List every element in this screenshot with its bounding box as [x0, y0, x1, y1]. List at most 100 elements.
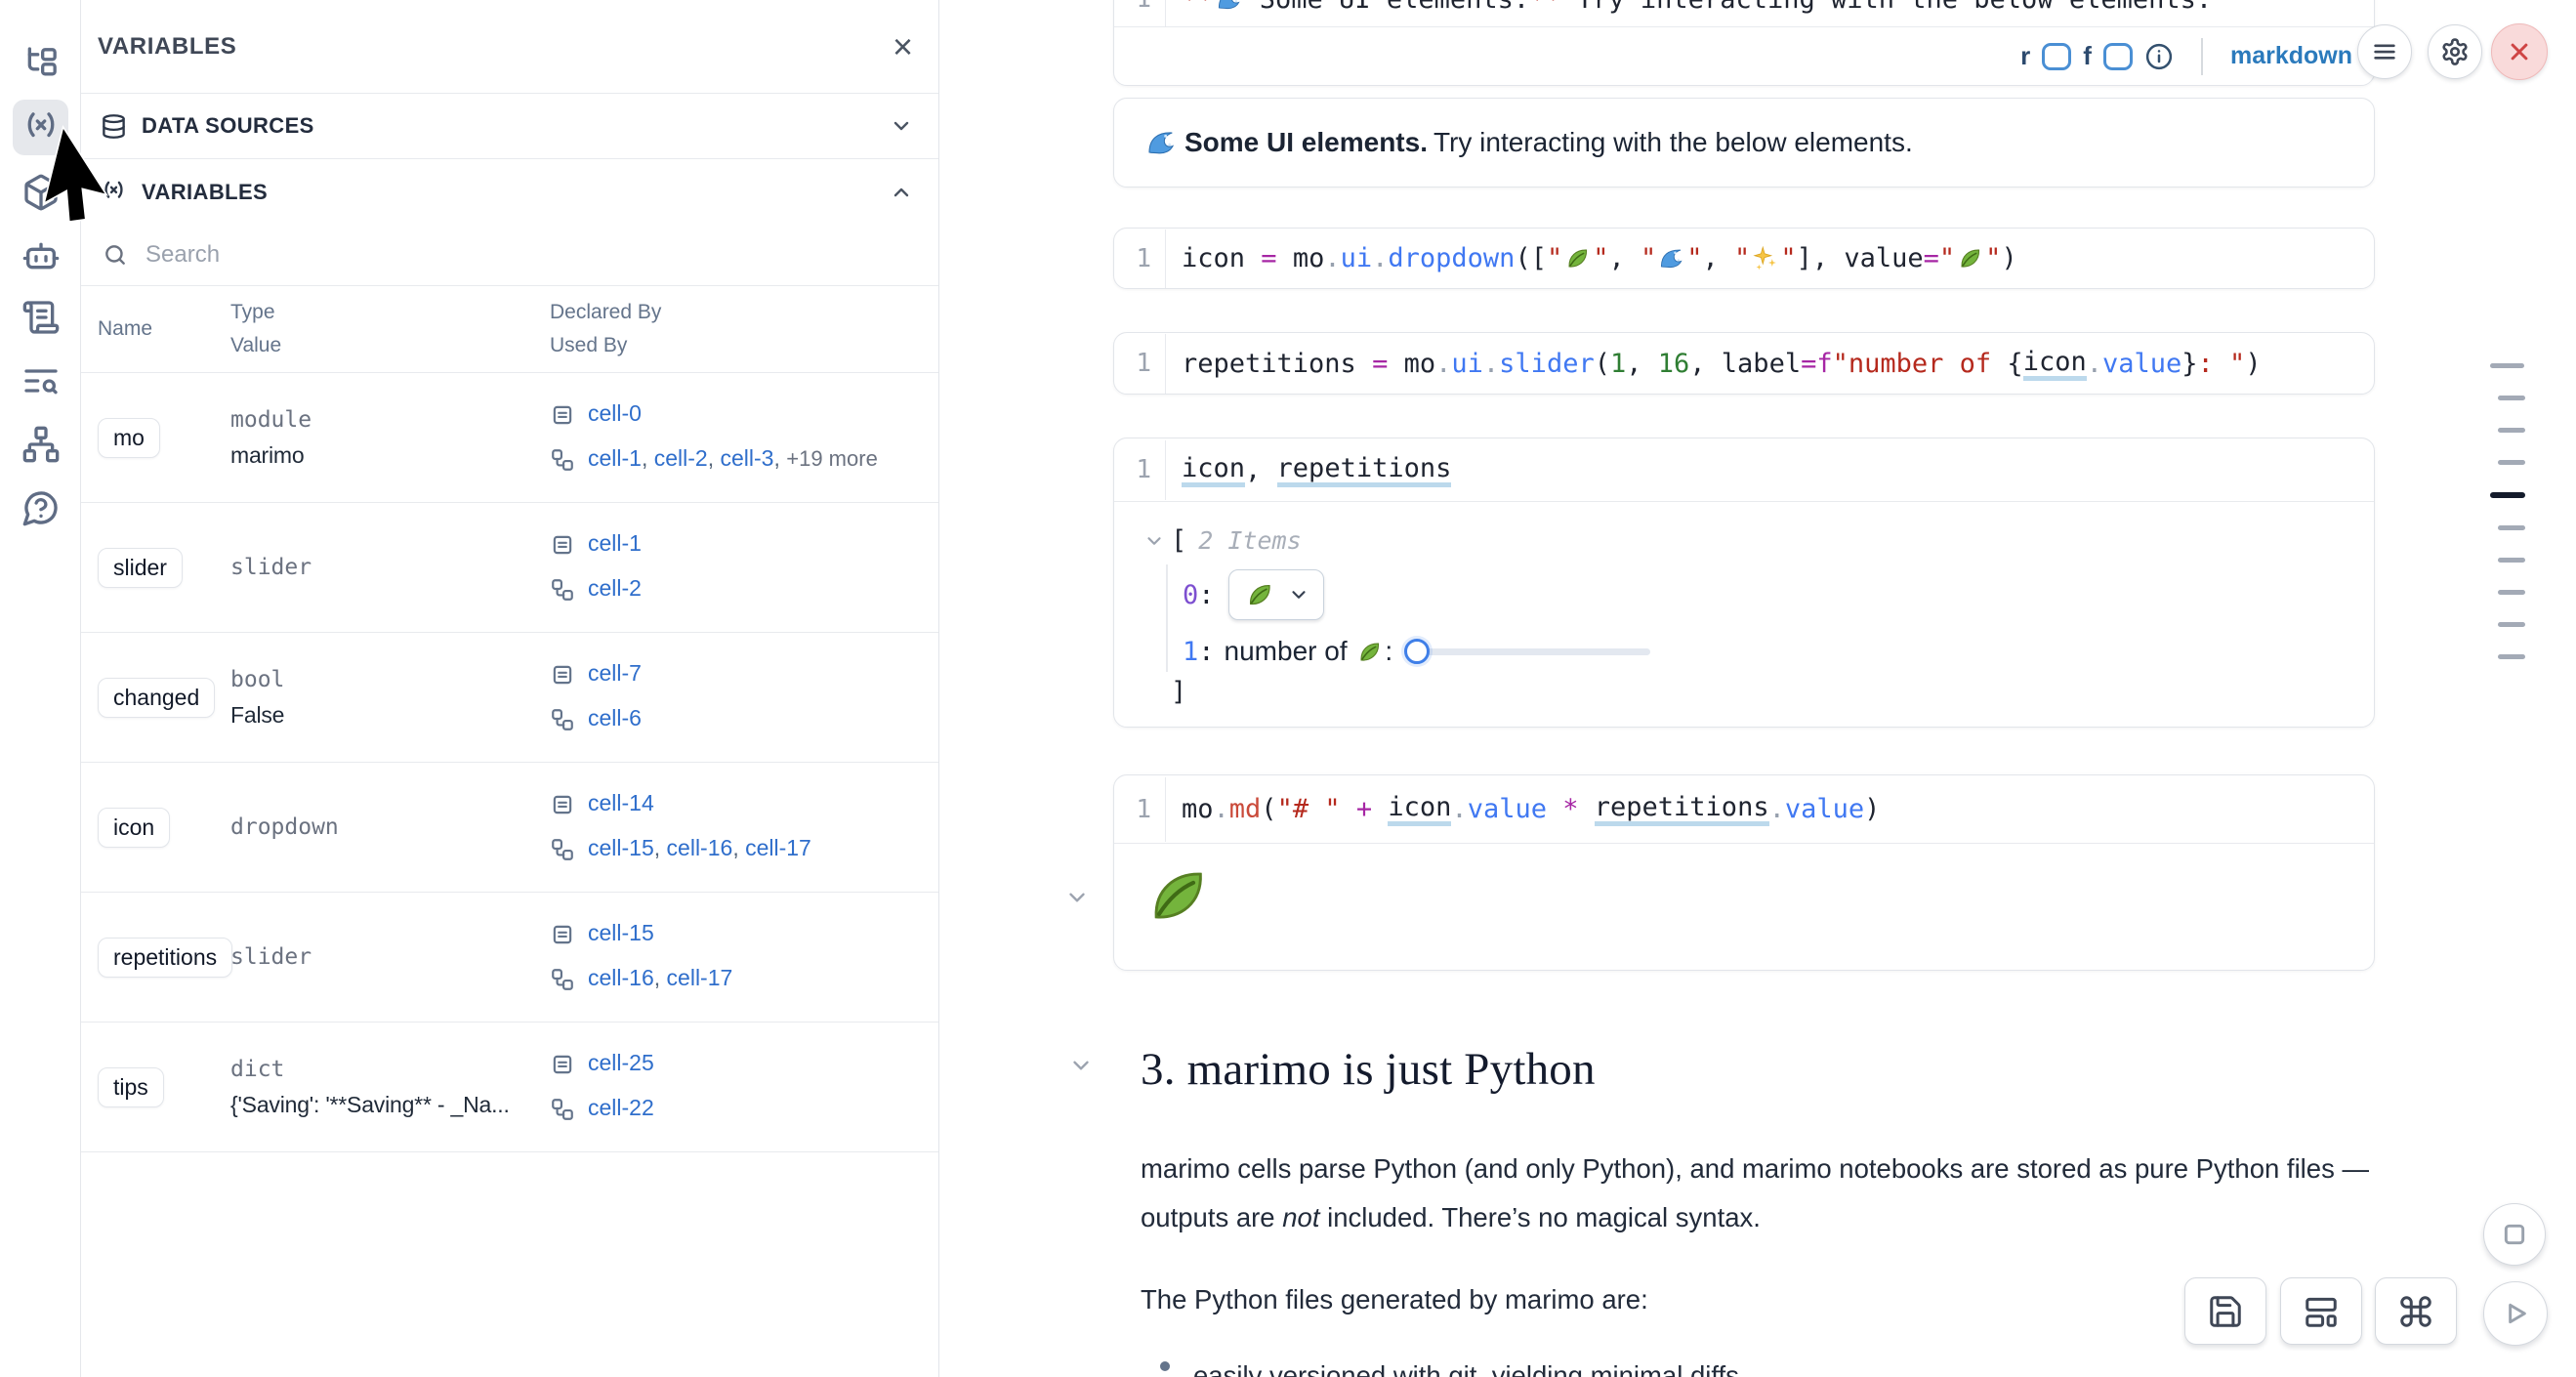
- panel-title: VARIABLES: [98, 32, 237, 60]
- cell-link[interactable]: cell-6: [588, 705, 642, 730]
- command-icon: [2400, 1295, 2431, 1327]
- cell-link[interactable]: cell-2: [588, 575, 642, 601]
- delete-cell-button[interactable]: [2491, 23, 2548, 80]
- play-icon: [2509, 1303, 2526, 1324]
- md-output-bold-text: Some UI elements.: [1184, 127, 1428, 157]
- minimap-cell-marker[interactable]: [2498, 460, 2525, 465]
- info-icon[interactable]: [2144, 42, 2174, 71]
- variables-icon[interactable]: [13, 100, 68, 155]
- variable-name-badge: changed: [98, 677, 216, 718]
- cell-link[interactable]: cell-14: [588, 790, 654, 815]
- format-toggle-label: f: [2083, 41, 2092, 70]
- close-icon[interactable]: ×: [892, 25, 913, 66]
- dependencies-icon[interactable]: [13, 416, 68, 472]
- variable-type: dropdown: [230, 814, 339, 840]
- minimap-cell-marker[interactable]: [2498, 396, 2525, 400]
- stop-button[interactable]: [2483, 1203, 2546, 1266]
- index-label: 1: [1183, 636, 1199, 667]
- cell-link[interactable]: cell-7: [588, 660, 642, 686]
- reactive-toggle-label: r: [2020, 41, 2031, 70]
- data-sources-label: DATA SOURCES: [142, 113, 314, 138]
- variable-name-badge: slider: [98, 547, 183, 588]
- reactive-checkbox[interactable]: [2042, 42, 2072, 70]
- layout-button[interactable]: [2280, 1277, 2362, 1345]
- stop-icon: [2504, 1224, 2525, 1245]
- markdown-cell-editor[interactable]: 1 ** Some UI elements.** Try interacting…: [1114, 0, 2374, 26]
- minimap-cell-marker[interactable]: [2498, 558, 2525, 563]
- paragraph: The Python files generated by marimo are…: [1141, 1284, 1648, 1314]
- variable-type: slider: [230, 555, 312, 580]
- collapse-chevron-icon[interactable]: [1143, 530, 1165, 552]
- output-fold-chevron-icon[interactable]: [1064, 885, 1090, 910]
- save-button[interactable]: [2184, 1277, 2266, 1345]
- minimap-cell-marker[interactable]: [2498, 590, 2525, 595]
- search-icon: [105, 245, 125, 265]
- cell-link[interactable]: cell-22: [588, 1095, 654, 1120]
- help-icon[interactable]: [13, 480, 68, 535]
- search-input[interactable]: [145, 241, 919, 269]
- format-checkbox[interactable]: [2102, 42, 2133, 70]
- cell-link[interactable]: cell-15: [588, 835, 654, 860]
- cell-menu-button[interactable]: [2357, 24, 2412, 79]
- code-cell-tuple: 1 icon, repetitions [ 2 Items 0: 1: numb…: [1113, 438, 2375, 728]
- cell-language-button[interactable]: markdown: [2229, 42, 2352, 69]
- section-variables[interactable]: VARIABLES: [81, 159, 938, 225]
- leaf-emoji-icon: [1249, 584, 1270, 605]
- code-cell-tuple-editor[interactable]: 1 icon, repetitions: [1114, 438, 2374, 501]
- cell-link[interactable]: cell-15: [588, 920, 654, 945]
- cell-link[interactable]: cell-1: [588, 445, 642, 471]
- md-leaf-output: [1114, 843, 2374, 970]
- code-cell-md-editor[interactable]: 1 mo.md("# " + icon.value * repetitions.…: [1114, 775, 2374, 843]
- activity-bar: [0, 0, 81, 1377]
- command-palette-button[interactable]: [2375, 1277, 2457, 1345]
- run-button[interactable]: [2483, 1281, 2548, 1346]
- array-output: [ 2 Items 0: 1: number of : ]: [1114, 501, 2374, 727]
- declared-by-cell-icon: [553, 535, 572, 555]
- wave-emoji-icon: [1661, 249, 1683, 269]
- header-declared-by: Declared By: [550, 301, 662, 323]
- cell-link[interactable]: cell-16: [666, 835, 733, 860]
- variable-name-badge: repetitions: [98, 937, 233, 978]
- minimap-cell-marker[interactable]: [2498, 622, 2525, 627]
- minimap-cell-marker[interactable]: [2498, 428, 2525, 433]
- cell-link[interactable]: cell-17: [666, 965, 733, 990]
- cell-link[interactable]: cell-25: [588, 1050, 654, 1075]
- minimap-cell-marker[interactable]: [2490, 492, 2525, 498]
- slider-track[interactable]: [1404, 638, 1651, 664]
- leaf-emoji-icon: [1360, 642, 1380, 661]
- minimap-cell-marker[interactable]: [2498, 654, 2525, 659]
- cell-link[interactable]: cell-3: [720, 445, 774, 471]
- logs-icon[interactable]: [13, 353, 68, 408]
- cell-link[interactable]: cell-17: [745, 835, 811, 860]
- minimap-cell-marker[interactable]: [2490, 363, 2524, 368]
- ai-assistant-icon[interactable]: [13, 228, 68, 283]
- section-data-sources[interactable]: DATA SOURCES: [81, 94, 938, 159]
- section-heading: 3. marimo is just Python: [1141, 1044, 1596, 1095]
- cell-link[interactable]: cell-2: [653, 445, 708, 471]
- cell-link[interactable]: cell-1: [588, 530, 642, 556]
- layout-icon: [2306, 1297, 2337, 1327]
- section-fold-chevron-icon[interactable]: [1068, 1053, 1094, 1078]
- mouse-cursor: [30, 123, 129, 240]
- panel-header: VARIABLES ×: [81, 0, 938, 94]
- header-used-by: Used By: [550, 334, 628, 356]
- minimap-cell-marker[interactable]: [2498, 525, 2525, 530]
- code-cell-slider[interactable]: 1 repetitions = mo.ui.slider(1, 16, labe…: [1113, 332, 2375, 395]
- code-line: repetitions = mo.ui.slider(1, 16, label=…: [1165, 333, 2262, 394]
- code-cell-dropdown[interactable]: 1 icon = mo.ui.dropdown(["", "", ""], va…: [1113, 228, 2375, 289]
- cell-settings-button[interactable]: [2428, 24, 2482, 79]
- variables-panel: VARIABLES × DATA SOURCES VARIABLES Name …: [81, 0, 939, 1377]
- file-explorer-icon[interactable]: [13, 35, 68, 91]
- dropdown-select[interactable]: [1227, 569, 1324, 620]
- wave-emoji-icon: [1148, 132, 1175, 154]
- scratchpad-icon[interactable]: [13, 289, 68, 345]
- cell-link[interactable]: cell-16: [588, 965, 654, 990]
- table-row: slider slider cell-1 cell-2: [81, 503, 938, 633]
- variable-value: False: [230, 702, 285, 728]
- slider-thumb[interactable]: [1404, 638, 1431, 664]
- divider: [2200, 37, 2203, 75]
- paragraph: marimo cells parse Python (and only Pyth…: [1141, 1153, 2369, 1232]
- sparkles-emoji-icon: [1753, 245, 1777, 271]
- cell-link[interactable]: cell-0: [588, 400, 642, 426]
- variable-name-badge: tips: [98, 1066, 164, 1107]
